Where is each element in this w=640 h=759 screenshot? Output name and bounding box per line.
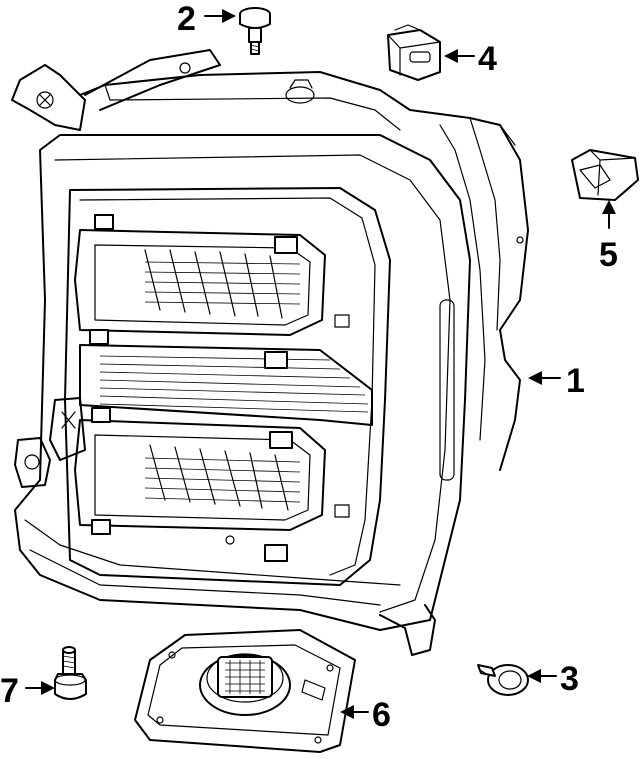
callout-4-label: 4	[478, 40, 497, 78]
callout-1: 1	[528, 362, 585, 400]
callout-5: 5	[599, 200, 618, 274]
stud-part-7	[54, 646, 87, 700]
callout-5-label: 5	[599, 236, 618, 274]
bracket-clip-part-5	[571, 149, 639, 201]
callout-2: 2	[177, 0, 236, 38]
callout-6-label: 6	[372, 696, 391, 734]
screw-part-2	[239, 7, 271, 55]
callout-2-label: 2	[177, 0, 196, 38]
callout-7-label: 7	[0, 672, 19, 710]
callout-3: 3	[527, 660, 579, 698]
control-module-part-6	[134, 629, 356, 753]
callout-3-label: 3	[560, 660, 579, 698]
callout-6: 6	[340, 696, 391, 734]
callout-7: 7	[0, 672, 55, 710]
callout-1-label: 1	[566, 362, 585, 400]
callout-4: 4	[444, 40, 497, 78]
bolt-part-3	[477, 664, 529, 696]
headlamp-assembly	[11, 49, 529, 656]
clip-nut-part-4	[387, 24, 441, 81]
